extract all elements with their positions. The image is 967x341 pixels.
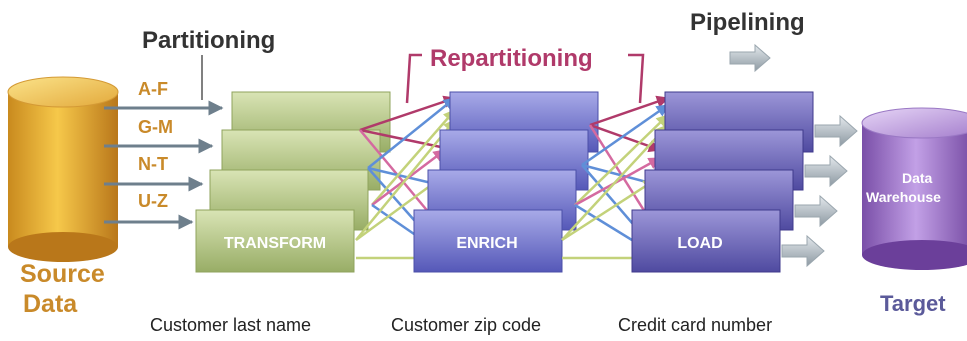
load-stage-stack — [631, 91, 814, 273]
warehouse-label-line2: Warehouse — [866, 189, 941, 205]
partitioning-heading: Partitioning — [142, 27, 275, 54]
repartitioning-bracket — [405, 53, 645, 104]
source-label-line1: Source — [20, 260, 105, 288]
output-arrow-icons — [781, 114, 858, 268]
data-warehouse-cylinder-icon — [861, 107, 967, 270]
source-label-line2: Data — [23, 290, 78, 318]
partition-label-n-t: N-T — [138, 154, 168, 174]
pipelining-arrow-icon — [729, 43, 771, 73]
target-label: Target — [880, 291, 946, 316]
partition-label-a-f: A-F — [138, 79, 168, 99]
source-partition-arrows — [104, 100, 224, 230]
transform-stage-stack — [195, 91, 391, 273]
transform-stage-label: TRANSFORM — [224, 235, 326, 252]
repartitioning-heading: Repartitioning — [430, 45, 593, 72]
transform-caption: Customer last name — [150, 315, 311, 335]
warehouse-label-line1: Data — [902, 170, 933, 186]
load-stage-label: LOAD — [677, 235, 722, 252]
source-data-cylinder-icon — [7, 76, 119, 262]
enrich-caption: Customer zip code — [391, 315, 541, 335]
load-caption: Credit card number — [618, 315, 772, 335]
pipelining-heading: Pipelining — [690, 9, 805, 36]
enrich-stage-stack — [413, 91, 599, 273]
partition-label-u-z: U-Z — [138, 191, 168, 211]
enrich-stage-label: ENRICH — [456, 235, 517, 252]
partition-label-g-m: G-M — [138, 117, 173, 137]
